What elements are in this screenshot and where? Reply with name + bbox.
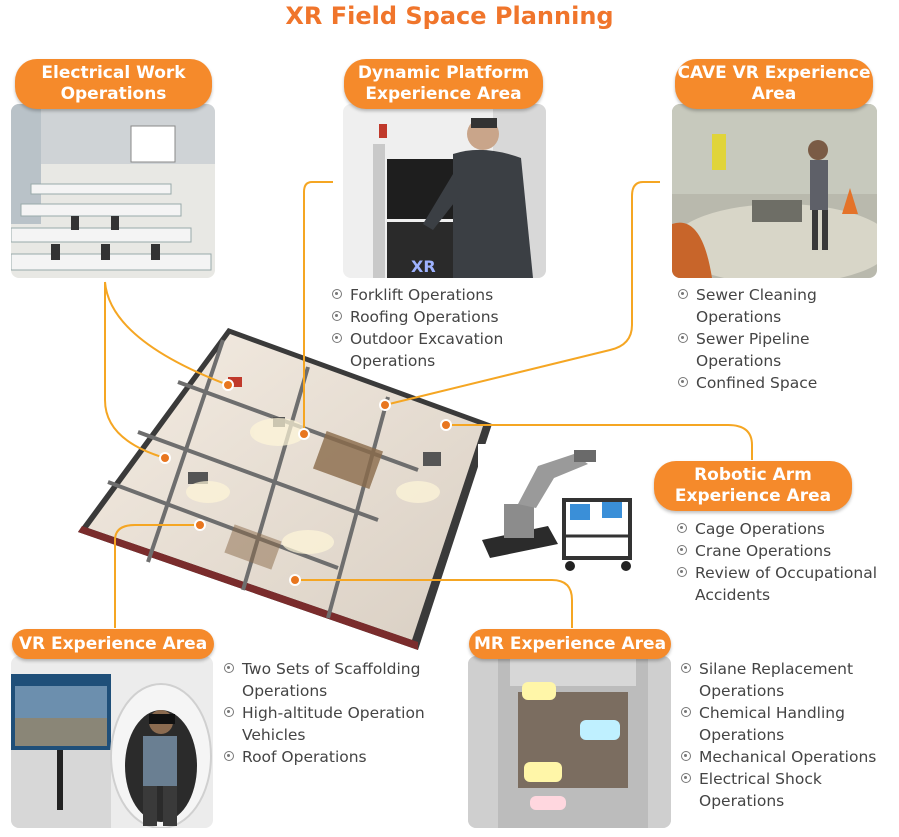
target-bullet-icon: [677, 567, 687, 577]
target-bullet-icon: [332, 333, 342, 343]
list-item: Roof Operations: [224, 746, 444, 768]
robotic-arm-list: Cage Operations Crane Operations Review …: [677, 518, 892, 606]
target-bullet-icon: [681, 707, 691, 717]
list-item: Crane Operations: [677, 540, 892, 562]
vr-experience-photo: [11, 656, 213, 828]
page-title: XR Field Space Planning: [285, 2, 614, 30]
target-bullet-icon: [677, 545, 687, 555]
target-bullet-icon: [224, 663, 234, 673]
cave-vr-label: CAVE VR Experience Area: [675, 59, 873, 109]
target-bullet-icon: [681, 773, 691, 783]
target-bullet-icon: [678, 289, 688, 299]
robotic-arm-label-line1: Robotic Arm: [694, 465, 812, 485]
electrical-work-label-line2: Operations: [60, 84, 167, 104]
dynamic-platform-photo: XR: [343, 104, 546, 278]
cave-vr-photo: [672, 104, 877, 278]
target-bullet-icon: [681, 751, 691, 761]
electrical-work-photo: [11, 104, 215, 278]
dynamic-platform-list: Forklift Operations Roofing Operations O…: [332, 284, 532, 372]
target-bullet-icon: [678, 377, 688, 387]
target-bullet-icon: [681, 663, 691, 673]
target-bullet-icon: [678, 333, 688, 343]
robotic-arm-label: Robotic Arm Experience Area: [654, 461, 852, 511]
electrical-work-label: Electrical Work Operations: [15, 59, 212, 109]
robotic-arm-label-line2: Experience Area: [674, 486, 832, 506]
list-item: Cage Operations: [677, 518, 892, 540]
mr-experience-photo: [468, 656, 671, 828]
cave-vr-label-line2: Area: [751, 84, 797, 104]
target-bullet-icon: [332, 289, 342, 299]
target-bullet-icon: [677, 523, 687, 533]
target-bullet-icon: [224, 751, 234, 761]
list-item: Confined Space: [678, 372, 878, 394]
vr-experience-label-text: VR Experience Area: [18, 633, 208, 654]
target-bullet-icon: [224, 707, 234, 717]
target-bullet-icon: [332, 311, 342, 321]
list-item: Roofing Operations: [332, 306, 532, 328]
electrical-work-label-line1: Electrical Work: [41, 63, 186, 83]
dynamic-platform-label-line2: Experience Area: [365, 84, 522, 104]
mr-experience-label-text: MR Experience Area: [473, 633, 667, 654]
mr-experience-label: MR Experience Area: [469, 629, 671, 659]
list-item: Mechanical Operations: [681, 746, 893, 768]
cave-vr-label-line1: CAVE VR Experience: [677, 63, 871, 83]
dynamic-platform-label-line1: Dynamic Platform: [357, 63, 530, 83]
robotic-arm-photo: [478, 444, 648, 578]
vr-experience-label: VR Experience Area: [12, 629, 214, 659]
dynamic-platform-label: Dynamic Platform Experience Area: [344, 59, 543, 109]
svg-text:XR: XR: [411, 257, 436, 276]
list-item: Forklift Operations: [332, 284, 532, 306]
